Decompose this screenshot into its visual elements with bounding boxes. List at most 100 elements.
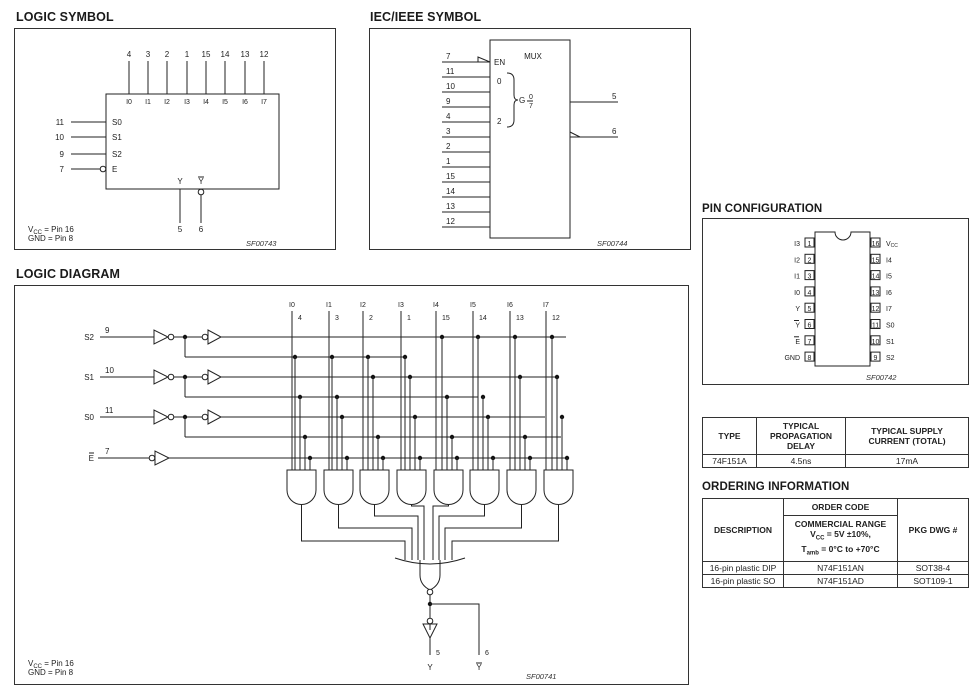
vcc-note: VCC = Pin 16	[28, 225, 74, 236]
pin-number: 10	[105, 366, 114, 375]
pin-number: 5	[808, 306, 812, 313]
pin-number: 6	[199, 225, 204, 234]
logic-symbol-block	[105, 93, 280, 190]
pin-number: 13	[446, 202, 455, 211]
ordering-table: DESCRIPTION ORDER CODE PKG DWG # COMMERC…	[702, 497, 969, 589]
control-label: S2	[84, 333, 94, 342]
pin-label: S1	[886, 339, 895, 346]
pin-label: I5	[222, 99, 228, 106]
pin-number: 15	[202, 50, 211, 59]
output-bubble	[197, 188, 205, 196]
pin-number: 11	[446, 67, 455, 76]
pin-number: 5	[436, 650, 440, 657]
inverted-output-wire	[430, 603, 480, 655]
and-gate	[433, 469, 464, 505]
and-gate	[323, 469, 354, 505]
group-den: 7	[529, 103, 533, 110]
ordering-description: 16-pin plastic SO	[702, 574, 784, 589]
pin-config-panel	[702, 218, 969, 385]
pin-box	[804, 253, 815, 264]
figure-id: SF00742	[866, 373, 897, 382]
pin-number: 2	[369, 315, 373, 322]
pin-number: 1	[808, 241, 812, 248]
mux-block	[489, 39, 571, 239]
pin-number: 4	[808, 290, 812, 297]
nor-input-arc	[394, 557, 466, 565]
pin-number: 15	[446, 172, 455, 181]
inverter-gate	[153, 409, 170, 425]
pin-label: I3	[794, 241, 800, 248]
logic-diagram-panel	[14, 285, 689, 685]
figure-id: SF00743	[246, 239, 277, 248]
pin-number: 9	[60, 150, 65, 159]
pin-number: 16	[872, 241, 880, 248]
pin-number: 14	[446, 187, 455, 196]
pin-box	[804, 351, 815, 362]
pin-label: I4	[886, 257, 892, 264]
pin-number: 4	[298, 315, 302, 322]
pin-box	[804, 335, 815, 346]
pin-box	[804, 319, 815, 329]
spec-header-delay: TYPICAL PROPAGATION DELAY	[756, 417, 846, 455]
pin-number: 11	[105, 406, 114, 415]
ordering-header-range: COMMERCIAL RANGE VCC = 5V ±10%, Tamb = 0…	[783, 514, 898, 563]
pin-label: I0	[126, 99, 132, 106]
pin-label: Y	[177, 177, 183, 186]
pin-number: 4	[127, 50, 132, 59]
pin-number: 1	[185, 50, 190, 59]
pin-box	[804, 270, 815, 281]
inverter-gate	[153, 329, 170, 345]
pin-label: I7	[261, 99, 267, 106]
pin-label: I1	[794, 274, 800, 281]
gate-output-wire	[432, 505, 449, 560]
pin-number: 10	[872, 339, 880, 346]
range-line1: COMMERCIAL RANGE	[794, 519, 887, 529]
and-gate	[359, 469, 390, 505]
data-input-label: I3	[398, 302, 404, 309]
figure-id: SF00741	[526, 672, 556, 681]
pin-number: 7	[60, 165, 65, 174]
pin-label: I4	[203, 99, 209, 106]
select-brace	[506, 72, 519, 128]
pin-number: 2	[165, 50, 170, 59]
pin-label: I0	[794, 290, 800, 297]
ordering-code: N74F151AN	[783, 561, 898, 576]
pin-box	[870, 351, 881, 362]
pin-number: 2	[446, 142, 451, 151]
and-gate	[506, 469, 537, 505]
pin-box	[870, 237, 881, 248]
pin-number: 6	[612, 127, 617, 136]
pin-number: 3	[146, 50, 151, 59]
spec-type: 74F151A	[702, 454, 757, 468]
ordering-title: ORDERING INFORMATION	[702, 481, 850, 493]
logic-symbol-panel	[14, 28, 336, 250]
mux-label: MUX	[524, 52, 542, 61]
pin-label: I3	[184, 99, 190, 106]
gate-output-wire	[444, 505, 522, 560]
ordering-description: 16-pin plastic DIP	[702, 561, 784, 576]
output-label: Y	[476, 663, 482, 672]
pin-label: S2	[886, 355, 895, 362]
pin-number: 11	[56, 118, 65, 127]
spec-current: 17mA	[845, 454, 969, 468]
control-label: E	[89, 454, 94, 463]
dip-package	[814, 231, 871, 367]
pin-number: 13	[516, 315, 524, 322]
ordering-header-pkg: PKG DWG #	[897, 497, 969, 563]
and-gate	[396, 469, 427, 505]
pin-number: 8	[808, 355, 812, 362]
data-input-label: I6	[507, 302, 513, 309]
pin-number: 13	[872, 290, 880, 297]
pin-box	[804, 302, 815, 313]
pin-number: 4	[446, 112, 451, 121]
pin-label: I6	[886, 290, 892, 297]
pin-number: 12	[260, 50, 269, 59]
buffer-gate	[207, 329, 223, 345]
gate-output-wire	[451, 505, 559, 560]
enable-bubble	[99, 165, 107, 173]
gate-output-wire	[301, 505, 406, 560]
pin-box	[870, 319, 881, 329]
pin-number: 10	[446, 82, 455, 91]
